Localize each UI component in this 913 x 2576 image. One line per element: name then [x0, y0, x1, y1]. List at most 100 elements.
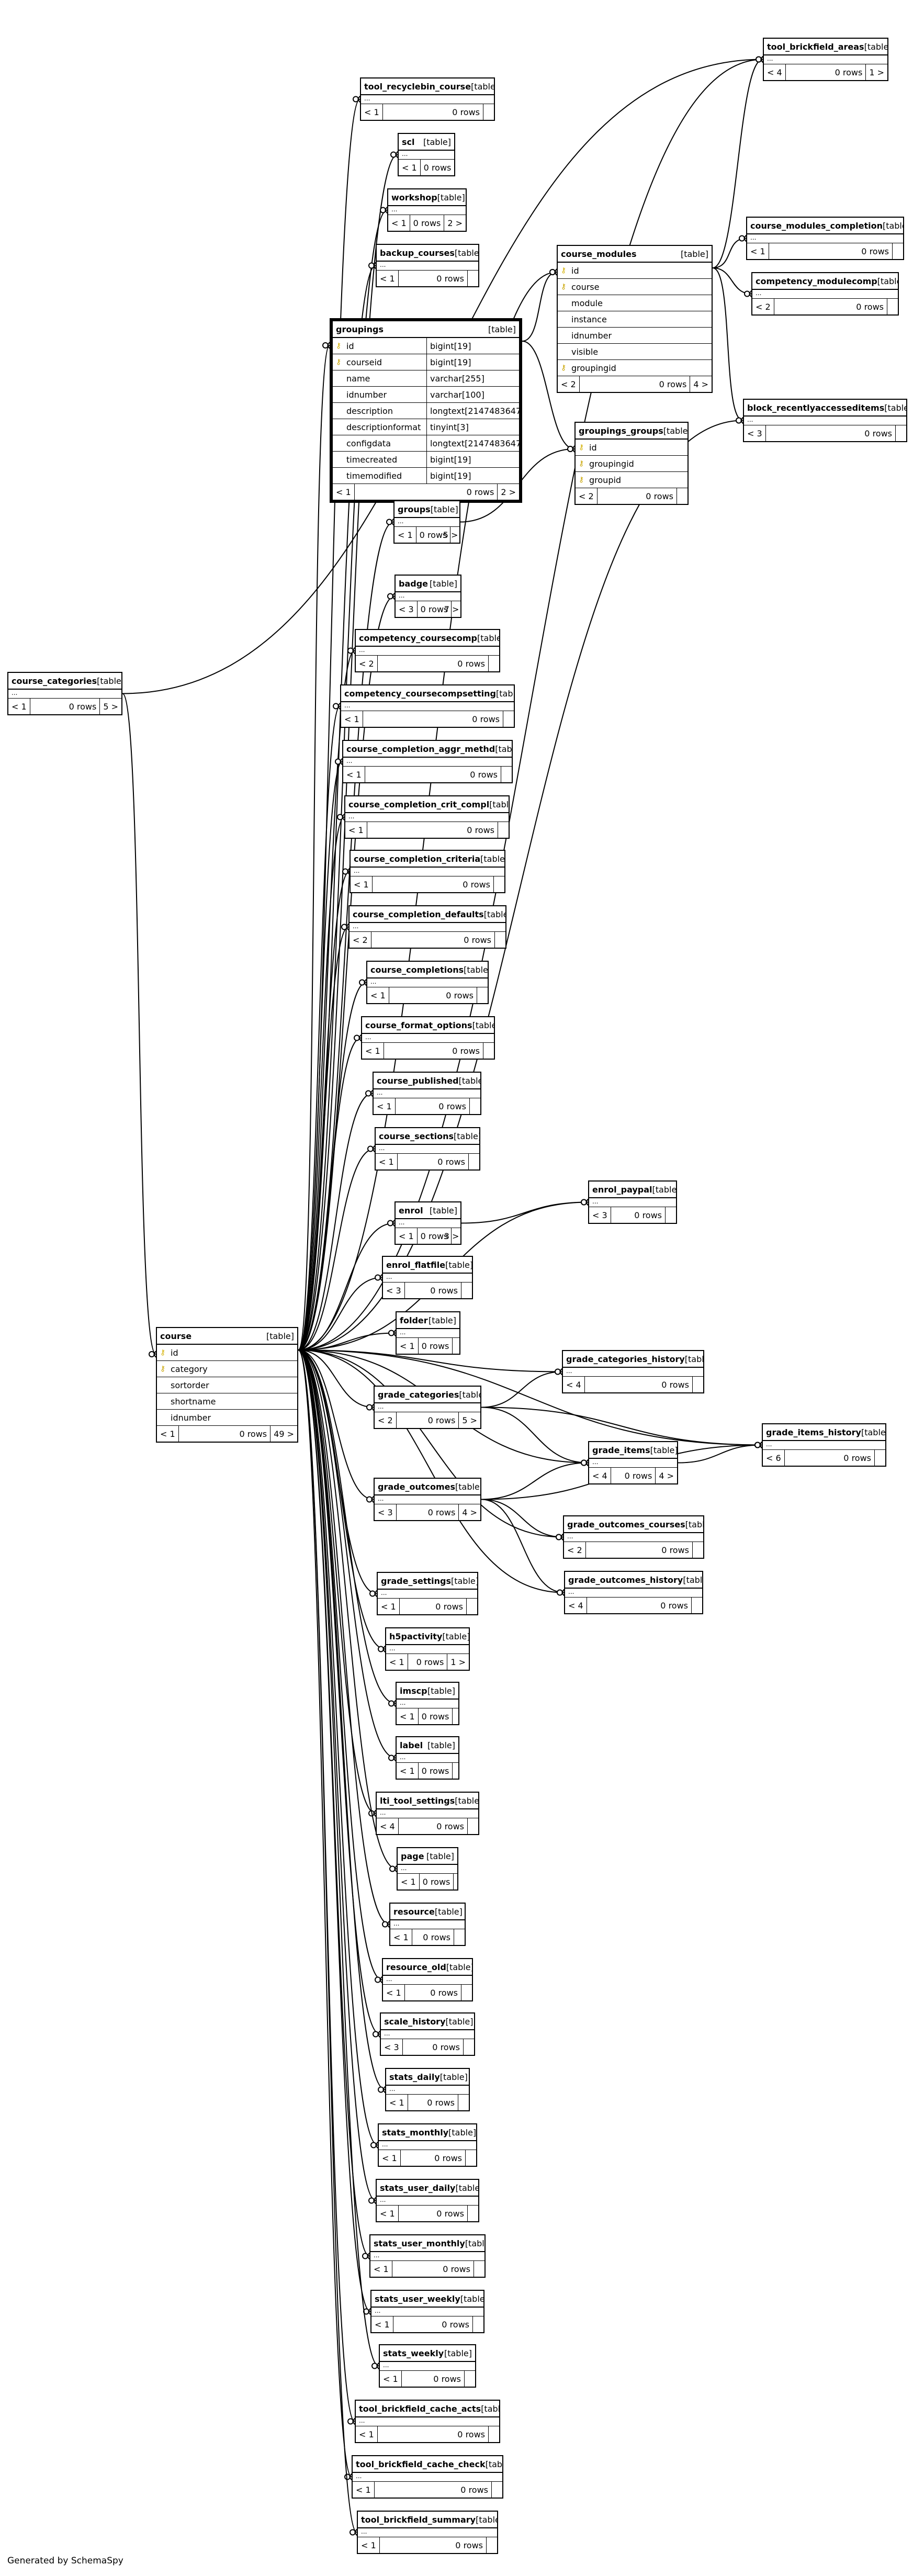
crowfoot-marker	[337, 814, 343, 820]
children-count	[489, 656, 499, 671]
table-name: grade_items_history	[766, 1427, 861, 1437]
parents-count: < 2	[356, 656, 378, 671]
crowfoot-marker	[359, 979, 365, 986]
table-stats-user-daily[interactable]: stats_user_daily[table]...< 10 rows	[376, 2179, 479, 2222]
foreign-key-icon: ⚷	[160, 1364, 166, 1373]
relationship-course-to-imscp	[298, 1349, 396, 1704]
table-grade-categories-history[interactable]: grade_categories_history[table]...< 40 r…	[562, 1350, 704, 1393]
parents-count: < 2	[558, 376, 580, 392]
table-header: page[table]	[398, 1848, 457, 1865]
table-header: grade_settings[table]	[378, 1573, 477, 1590]
table-header: resource_old[table]	[383, 1959, 472, 1976]
children-count	[896, 425, 906, 441]
table-competency-modulecomp[interactable]: competency_modulecomp[table]...< 20 rows	[751, 272, 899, 316]
table-course-completion-defaults[interactable]: course_completion_defaults[table]...< 20…	[348, 905, 506, 949]
relationship-course-to-stats-user-daily	[298, 1349, 376, 2201]
table-tool-recyclebin-course[interactable]: tool_recyclebin_course[table]...< 10 row…	[360, 77, 495, 121]
table-name: grade_categories_history	[566, 1354, 685, 1364]
row-count: 0 rows	[399, 1818, 468, 1834]
table-course-completion-aggr-methd[interactable]: course_completion_aggr_methd[table]...< …	[342, 740, 513, 783]
table-course-published[interactable]: course_published[table]...< 10 rows	[373, 1072, 481, 1115]
table-course-modules-completion[interactable]: course_modules_completion[table]...< 10 …	[746, 217, 904, 260]
foreign-key-icon: ⚷	[336, 357, 342, 366]
relationship-grade-categories-to-grade-items	[481, 1407, 589, 1464]
table-name: lti_tool_settings	[380, 1795, 455, 1806]
row-count: 0 rows	[400, 1599, 467, 1614]
column-name: module	[571, 298, 603, 308]
table-groupings-groups[interactable]: groupings_groups[table]⚷id⚷groupingid⚷gr…	[574, 422, 689, 505]
table-course-format-options[interactable]: course_format_options[table]...< 10 rows	[361, 1016, 495, 1060]
table-course-completions[interactable]: course_completions[table]...< 10 rows	[366, 961, 489, 1004]
collapsed-columns: ...	[341, 702, 514, 711]
table-course-completion-criteria[interactable]: course_completion_criteria[table]...< 10…	[350, 850, 505, 893]
crowfoot-tick	[377, 2030, 380, 2038]
table-grade-items-history[interactable]: grade_items_history[table]...< 60 rows	[762, 1423, 886, 1467]
table-name: tool_recyclebin_course	[364, 81, 471, 92]
children-count: 5 >	[103, 701, 118, 712]
table-name: tool_brickfield_cache_check	[356, 2459, 486, 2469]
table-grade-outcomes-history[interactable]: grade_outcomes_history[table]...< 40 row…	[564, 1571, 703, 1614]
table-name: course_modules_completion	[750, 220, 883, 231]
table-course-completion-crit-compl[interactable]: course_completion_crit_compl[table]...< …	[344, 795, 510, 839]
relationship-grade-categories-to-grade-items-history	[481, 1407, 762, 1446]
relationship-course-modules-to-competency-modulecomp	[712, 267, 752, 295]
table-enrol-paypal[interactable]: enrol_paypal[table]...< 30 rows	[588, 1180, 677, 1224]
table-tool-brickfield-areas[interactable]: tool_brickfield_areas[table]...< 40 rows…	[763, 38, 888, 81]
table-name: competency_coursecompsetting	[344, 688, 496, 699]
crowfoot-marker	[371, 2363, 378, 2369]
relationship-course-to-course-published	[298, 1093, 373, 1351]
table-competency-coursecomp[interactable]: competency_coursecomp[table]...< 20 rows	[355, 629, 500, 672]
table-backup-courses[interactable]: backup_courses[table]...< 10 rows	[376, 244, 479, 287]
table-name: grade_outcomes	[378, 1481, 455, 1492]
parents-count: < 3	[375, 1504, 397, 1520]
crowfoot-marker	[368, 262, 375, 269]
table-tool-brickfield-summary[interactable]: tool_brickfield_summary[table]...< 10 ro…	[357, 2511, 498, 2554]
table-tool-brickfield-cache-check[interactable]: tool_brickfield_cache_check[table]...< 1…	[352, 2455, 503, 2499]
table-kind: [table]	[652, 1184, 676, 1195]
collapsed-columns: ...	[356, 647, 499, 656]
relationship-grade-outcomes-to-grade-items	[481, 1462, 589, 1500]
table-block-recentlyaccesseditems[interactable]: block_recentlyaccesseditems[table]...< 3…	[743, 399, 907, 442]
table-stats-user-monthly[interactable]: stats_user_monthly[table]...< 10 rows	[369, 2234, 486, 2278]
table-stats-user-weekly[interactable]: stats_user_weekly[table]...< 10 rows	[370, 2290, 484, 2333]
table-competency-coursecompsetting[interactable]: competency_coursecompsetting[table]...< …	[340, 684, 515, 728]
table-tool-brickfield-cache-acts[interactable]: tool_brickfield_cache_acts[table]...< 10…	[355, 2400, 500, 2443]
table-grade-outcomes-courses[interactable]: grade_outcomes_courses[table]...< 20 row…	[563, 1515, 704, 1559]
table-lti-tool-settings[interactable]: lti_tool_settings[table]...< 40 rows	[376, 1792, 479, 1835]
crowfoot-tick	[382, 1645, 386, 1653]
table-kind: [table]	[458, 1075, 480, 1086]
column-type: bigint[19]	[426, 468, 519, 483]
column-name-cell: instance	[558, 314, 712, 324]
table-kind: [table]	[471, 81, 494, 92]
